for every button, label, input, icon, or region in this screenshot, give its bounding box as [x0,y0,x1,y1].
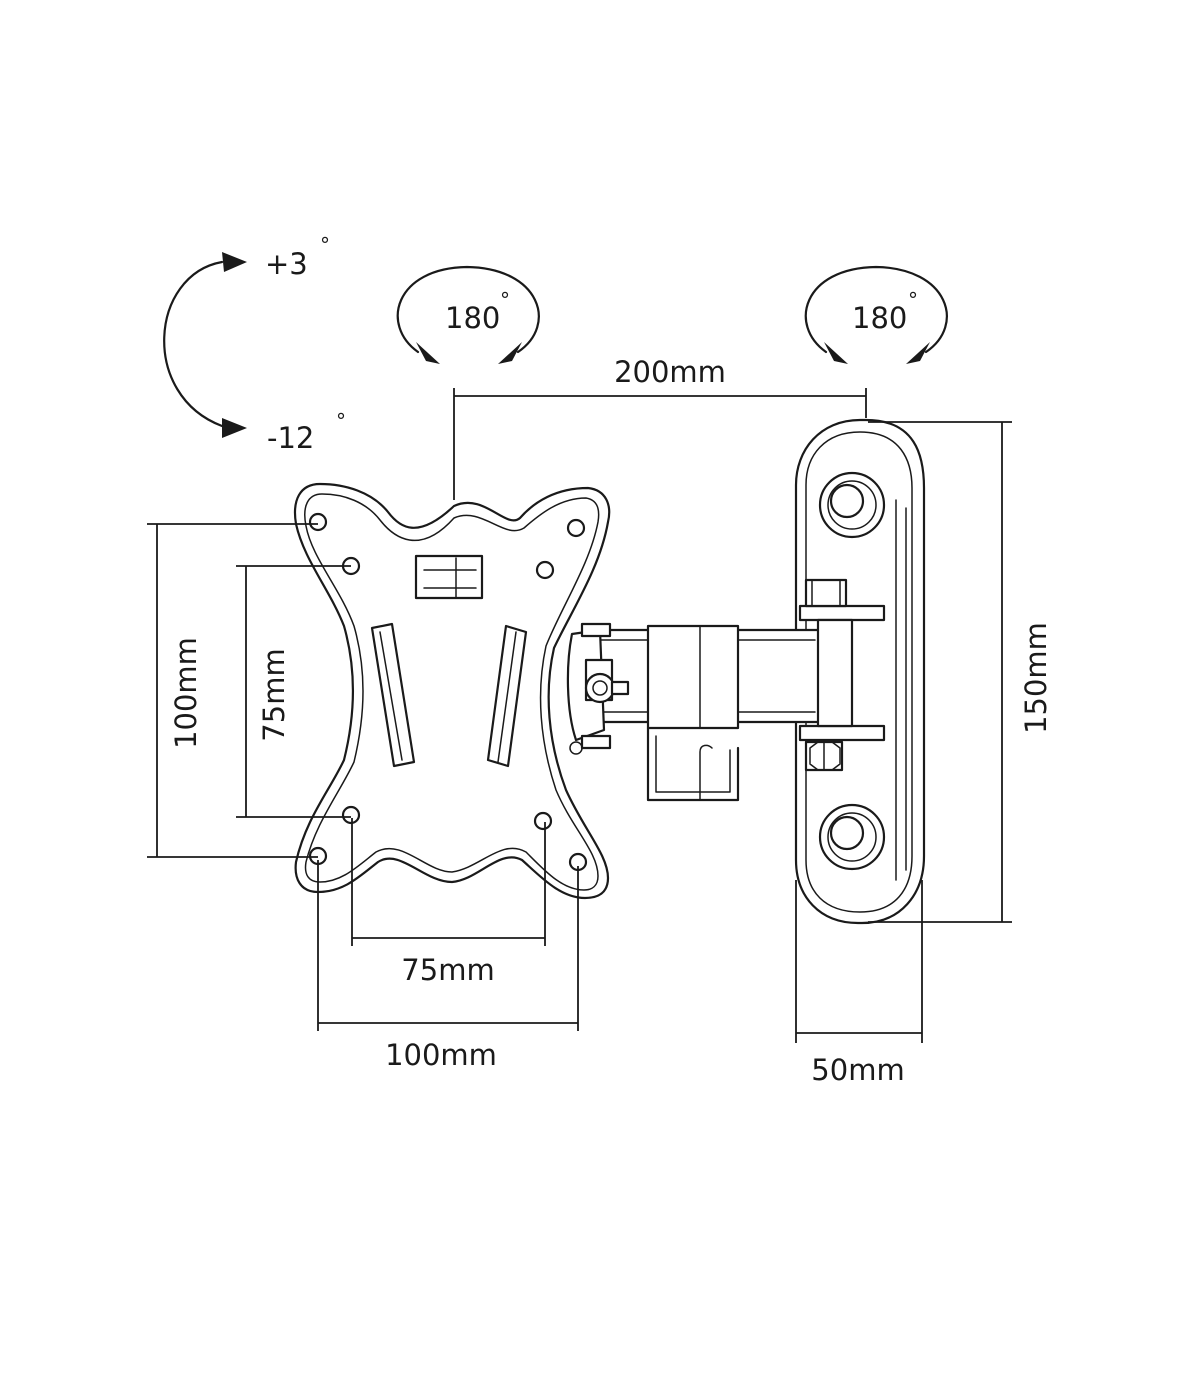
vesa-hole-75-br [533,811,553,831]
swivel-left-label: 180 [445,301,500,335]
swivel-arc-right [804,265,948,354]
vesa-plate [293,482,611,900]
wall-plate-height-dimension: 150mm [868,421,1053,923]
vesa-100-horizontal-label: 100mm [385,1038,497,1072]
vesa-hole-75-tr [535,560,555,580]
vesa-100-horizontal-dimension: 100mm [317,860,579,1072]
swivel-indicator-left: 180 ° [396,265,540,364]
vesa-75-vertical-dimension: 75mm [236,565,351,818]
wall-screw-top [818,471,886,539]
swivel-right-degree: ° [908,288,918,312]
wall-plate [794,418,926,925]
tilt-down-arrowhead [222,418,247,438]
vesa-hole-100-tr [566,518,586,538]
tilt-indicator: +3 ° -12 ° [163,233,346,455]
vesa-100-vertical-dimension: 100mm [147,523,318,858]
wall-plate-width-label: 50mm [811,1053,904,1087]
vesa-75-vertical-label: 75mm [257,648,291,741]
vesa-hole-100-tl [308,512,328,532]
swivel-left-degree: ° [500,288,510,312]
arm-extension-dimension: 200mm [453,355,867,500]
swivel-left-arrowhead-1 [416,342,440,364]
swivel-arc-left [396,265,540,354]
swivel-left-arrowhead-2 [498,342,522,364]
tilt-down-label: -12 [267,421,314,455]
wall-plate-width-dimension: 50mm [795,880,923,1087]
swivel-right-arrowhead-1 [824,342,848,364]
wall-plate-height-label: 150mm [1019,622,1053,734]
wall-screw-bottom [818,803,886,871]
tilt-down-degree: ° [336,409,346,433]
tilt-arc [163,260,224,428]
arm-extension-label: 200mm [614,355,726,389]
vesa-100-vertical-label: 100mm [169,637,203,749]
tilt-up-label: +3 [265,247,308,281]
vesa-75-horizontal-dimension: 75mm [351,818,546,987]
swivel-right-arrowhead-2 [906,342,930,364]
tilt-up-degree: ° [320,233,330,257]
vesa-hole-75-bl [341,805,361,825]
tilt-up-arrowhead [222,252,247,272]
vesa-75-horizontal-label: 75mm [401,953,494,987]
swing-arm [566,578,886,802]
swivel-indicator-right: 180 ° [804,265,948,364]
swivel-right-label: 180 [852,301,907,335]
